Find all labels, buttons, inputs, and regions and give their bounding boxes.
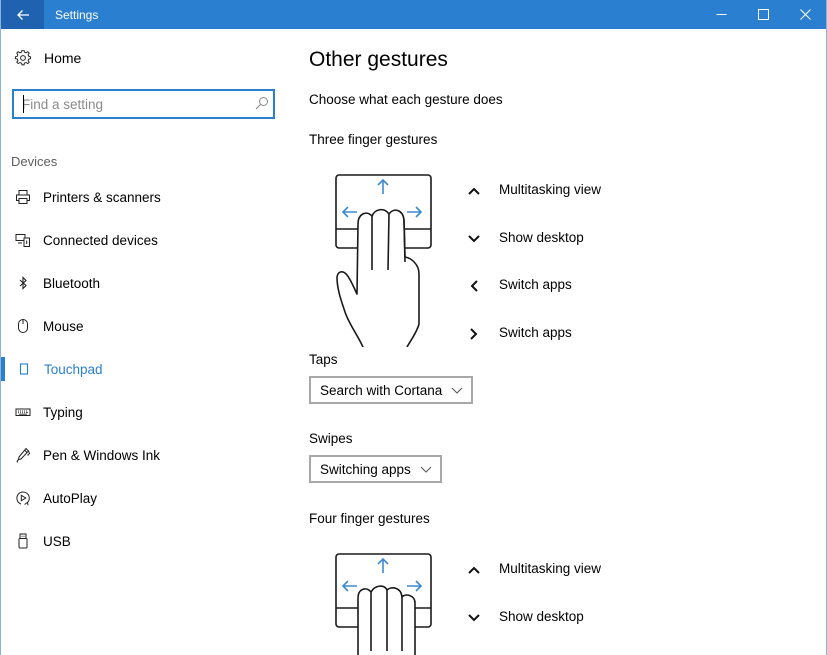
- sidebar-item-bluetooth[interactable]: Bluetooth: [1, 263, 291, 303]
- sidebar-item-home[interactable]: Home: [15, 50, 81, 66]
- chevron-down-icon: [420, 466, 432, 473]
- three-finger-gesture-list: Multitasking view Show desktop Switch ap…: [467, 180, 601, 370]
- sidebar: Home Devices Printers & scanners: [1, 29, 291, 655]
- gesture-row-left: Switch apps: [467, 275, 601, 323]
- close-icon: [799, 9, 811, 20]
- title-bar: Settings: [1, 0, 826, 29]
- window-controls: [700, 0, 826, 29]
- chevron-down-icon: [467, 611, 481, 625]
- pen-icon: [15, 447, 31, 463]
- gesture-row-right: Switch apps: [467, 323, 601, 371]
- gesture-row-up: Multitasking view: [467, 180, 601, 228]
- chevron-right-icon: [467, 327, 481, 341]
- back-arrow-icon: [16, 9, 29, 20]
- sidebar-item-usb[interactable]: USB: [1, 521, 291, 561]
- sidebar-item-pen-windows-ink[interactable]: Pen & Windows Ink: [1, 435, 291, 475]
- three-finger-heading: Three finger gestures: [309, 132, 438, 147]
- four-finger-gesture-illustration: [335, 553, 432, 655]
- four-finger-heading: Four finger gestures: [309, 511, 430, 526]
- chevron-left-icon: [467, 279, 481, 293]
- keyboard-icon: [15, 404, 31, 420]
- touchpad-icon: [16, 361, 32, 377]
- taps-label: Taps: [309, 352, 338, 367]
- chevron-up-icon: [467, 563, 481, 577]
- mouse-icon: [15, 318, 31, 334]
- gesture-arrows: [341, 557, 423, 592]
- minimize-button[interactable]: [700, 0, 742, 29]
- swipes-label: Swipes: [309, 431, 353, 446]
- maximize-icon: [757, 9, 769, 20]
- gesture-row-down: Show desktop: [467, 228, 601, 276]
- close-button[interactable]: [784, 0, 826, 29]
- bluetooth-icon: [15, 275, 31, 291]
- section-label-devices: Devices: [11, 154, 58, 169]
- usb-icon: [15, 533, 31, 549]
- search-input[interactable]: [14, 91, 242, 117]
- gesture-arrows: [341, 178, 423, 218]
- page-subtitle: Choose what each gesture does: [309, 92, 503, 107]
- search-icon[interactable]: [255, 96, 269, 110]
- chevron-up-icon: [467, 184, 481, 198]
- autoplay-icon: [15, 490, 31, 506]
- connected-devices-icon: [15, 232, 31, 248]
- sidebar-item-typing[interactable]: Typing: [1, 392, 291, 432]
- chevron-down-icon: [467, 232, 481, 246]
- chevron-down-icon: [451, 387, 463, 394]
- page-title: Other gestures: [309, 48, 448, 71]
- window-title: Settings: [55, 7, 99, 22]
- sidebar-item-touchpad[interactable]: Touchpad: [1, 349, 291, 389]
- printer-icon: [15, 189, 31, 205]
- four-finger-gesture-list: Multitasking view Show desktop: [467, 559, 601, 654]
- maximize-button[interactable]: [742, 0, 784, 29]
- main-content: Other gestures Choose what each gesture …: [309, 29, 809, 655]
- gesture-row-down: Show desktop: [467, 607, 601, 655]
- sidebar-item-printers-scanners[interactable]: Printers & scanners: [1, 177, 291, 217]
- swipes-dropdown[interactable]: Switching apps: [309, 455, 442, 483]
- back-button[interactable]: [1, 0, 44, 29]
- search-box[interactable]: [12, 89, 275, 119]
- active-indicator: [1, 357, 5, 381]
- sidebar-item-autoplay[interactable]: AutoPlay: [1, 478, 291, 518]
- three-finger-gesture-illustration: [335, 174, 432, 347]
- minimize-icon: [716, 14, 726, 15]
- sidebar-item-mouse[interactable]: Mouse: [1, 306, 291, 346]
- taps-dropdown[interactable]: Search with Cortana: [309, 376, 474, 404]
- text-caret: [23, 95, 24, 113]
- home-label: Home: [44, 50, 82, 66]
- gesture-row-up: Multitasking view: [467, 559, 601, 607]
- gear-icon: [15, 50, 31, 66]
- sidebar-item-connected-devices[interactable]: Connected devices: [1, 220, 291, 260]
